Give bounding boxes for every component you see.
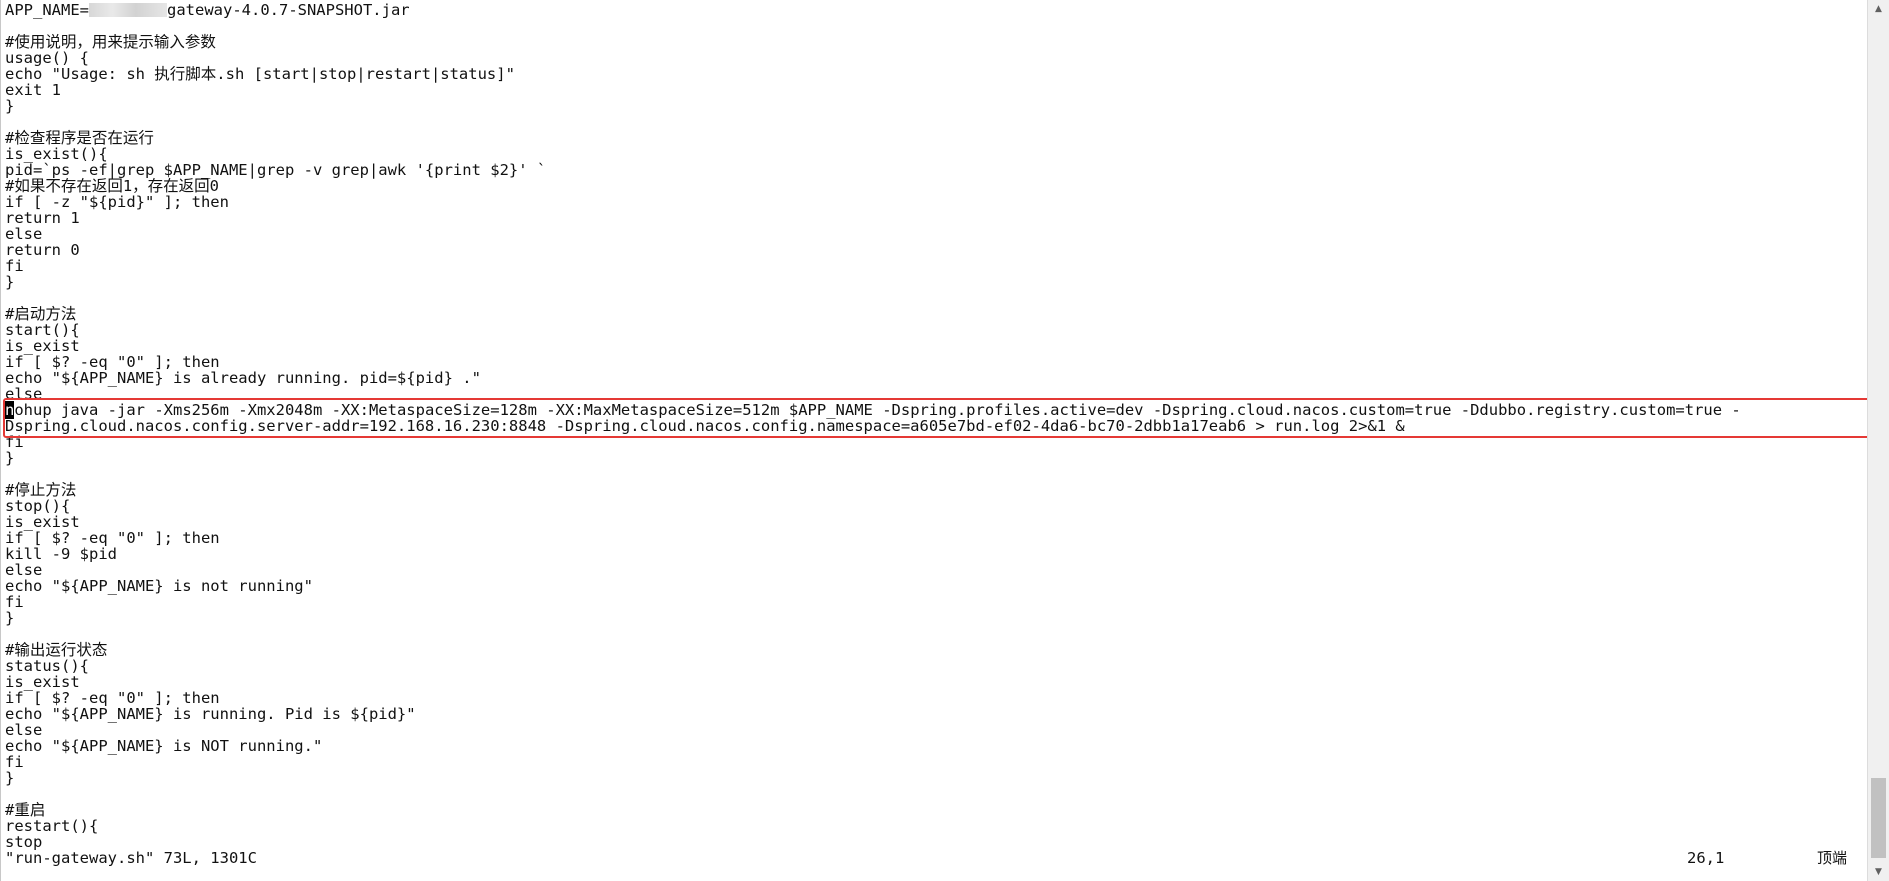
nohup-command-line: nohup java -jar -Xms256m -Xmx2048m -XX:M…: [5, 401, 1741, 419]
status-scroll-position: 顶端: [1817, 849, 1848, 867]
code-line: if [ $? -eq "0" ]; then: [5, 529, 220, 547]
redacted-text: [89, 3, 167, 17]
status-file-info: "run-gateway.sh" 73L, 1301C: [5, 849, 257, 867]
code-line: pid=`ps -ef|grep $APP_NAME|grep -v grep|…: [5, 161, 547, 179]
code-line: }: [5, 449, 15, 467]
code-line: }: [5, 609, 15, 627]
code-line: else: [5, 561, 43, 579]
code-line: #启动方法: [5, 305, 77, 323]
status-cursor-position: 26,1: [1687, 849, 1725, 867]
code-line: #停止方法: [5, 481, 77, 499]
code-line: else: [5, 385, 43, 403]
code-line: #输出运行状态: [5, 641, 108, 659]
code-line: restart(){: [5, 817, 99, 835]
scroll-up-icon[interactable]: ▲: [1875, 4, 1882, 14]
code-line: start(){: [5, 321, 80, 339]
code-line: is_exist: [5, 513, 80, 531]
code-line: is_exist: [5, 673, 80, 691]
code-line: echo "${APP_NAME} is NOT running.": [5, 737, 323, 755]
scroll-down-icon[interactable]: ▼: [1875, 867, 1882, 877]
code-line: [5, 786, 1741, 802]
code-line: return 0: [5, 241, 80, 259]
code-line: exit 1: [5, 81, 61, 99]
app-name-suffix: gateway-4.0.7-SNAPSHOT.jar: [167, 1, 410, 19]
code-line: #检查程序是否在运行: [5, 129, 154, 147]
code-line: if [ $? -eq "0" ]; then: [5, 689, 220, 707]
scrollbar-thumb[interactable]: [1871, 778, 1886, 858]
app-name-prefix: APP_NAME=: [5, 1, 89, 19]
code-line: #使用说明，用来提示输入参数: [5, 33, 216, 51]
code-line: [5, 18, 1741, 34]
code-line: echo "${APP_NAME} is running. Pid is ${p…: [5, 705, 416, 723]
code-line: fi: [5, 257, 24, 275]
code-line: fi: [5, 593, 24, 611]
code-line: fi: [5, 433, 24, 451]
code-line: #如果不存在返回1，存在返回0: [5, 177, 219, 195]
code-line: }: [5, 97, 15, 115]
nohup-command-text: ohup java -jar -Xms256m -Xmx2048m -XX:Me…: [14, 401, 1741, 419]
code-line: kill -9 $pid: [5, 545, 117, 563]
code-line: if [ -z "${pid}" ]; then: [5, 193, 229, 211]
nohup-command-wrap: Dspring.cloud.nacos.config.server-addr=1…: [5, 417, 1405, 435]
code-line: else: [5, 721, 43, 739]
code-line: [5, 466, 1741, 482]
code-line: echo "${APP_NAME} is already running. pi…: [5, 369, 481, 387]
code-line: return 1: [5, 209, 80, 227]
code-line: }: [5, 273, 15, 291]
code-line: if [ $? -eq "0" ]; then: [5, 353, 220, 371]
code-line: usage() {: [5, 49, 89, 67]
code-line: else: [5, 225, 43, 243]
code-line: [5, 290, 1741, 306]
code-line: [5, 114, 1741, 130]
code-line: }: [5, 769, 15, 787]
code-line: echo "${APP_NAME} is not running": [5, 577, 313, 595]
text-cursor[interactable]: n: [5, 401, 15, 419]
status-bar: "run-gateway.sh" 73L, 1301C 26,1 顶端: [5, 850, 1865, 866]
code-line: stop: [5, 833, 43, 851]
code-line: is_exist(){: [5, 145, 108, 163]
app-name-line: APP_NAME= gateway-4.0.7-SNAPSHOT.jar: [5, 2, 1741, 18]
code-line: is_exist: [5, 337, 80, 355]
vertical-scrollbar[interactable]: ▲ ▼: [1867, 0, 1889, 881]
code-line: fi: [5, 753, 24, 771]
code-line: [5, 626, 1741, 642]
code-line: stop(){: [5, 497, 71, 515]
code-line: #重启: [5, 801, 46, 819]
code-line: echo "Usage: sh 执行脚本.sh [start|stop|rest…: [5, 65, 515, 83]
editor-buffer[interactable]: APP_NAME=gateway-4.0.7-SNAPSHOT.jar#使用说明…: [5, 2, 1741, 850]
code-line: status(){: [5, 657, 89, 675]
